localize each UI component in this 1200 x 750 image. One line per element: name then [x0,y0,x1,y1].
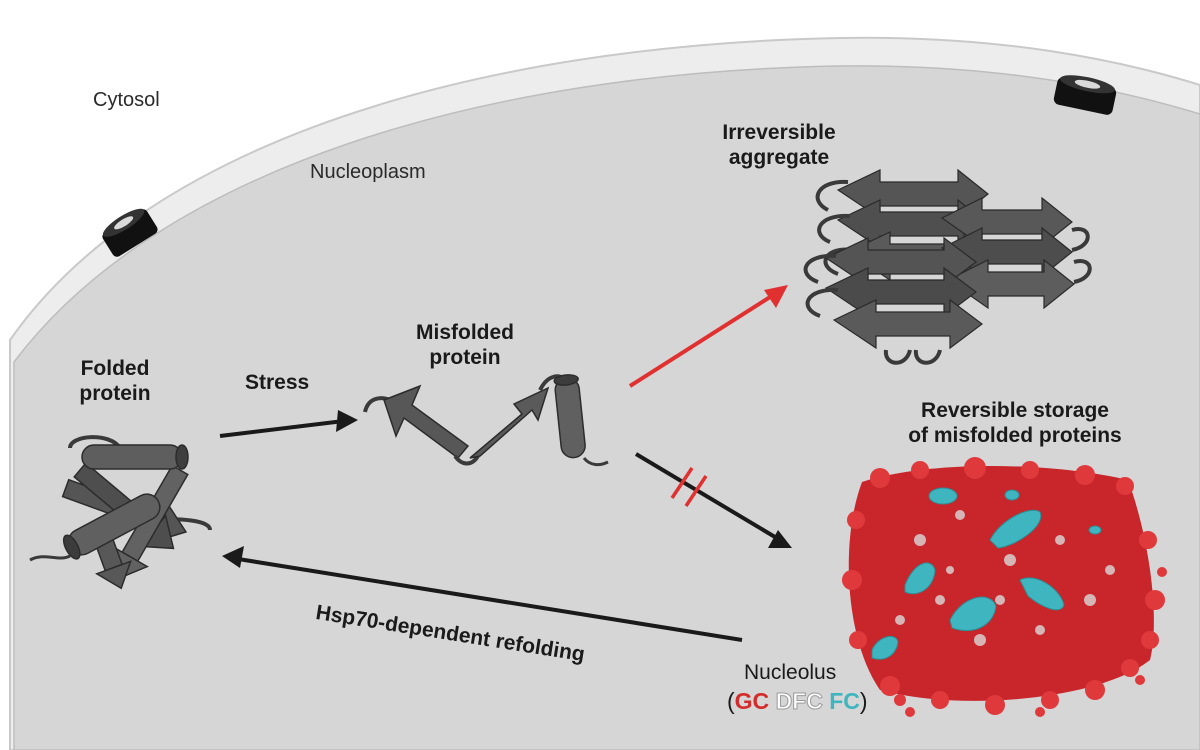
reversible-storage-label-line1: Reversible storage [921,399,1109,422]
nucleolus-label: Nucleolus [744,661,837,684]
stress-arrow [219,418,353,438]
stress-arrow-head [336,410,358,432]
irreversible-aggregate-label-line2: aggregate [728,146,830,170]
aggregation-arrow [628,290,780,388]
blocked-storage-arrow [634,452,782,542]
stress-label: Stress [245,371,310,394]
irreversible-aggregate-label: Irreversible aggregate [704,120,854,170]
nucleoplasm-label: Nucleoplasm [310,161,426,183]
block-mark [684,475,708,507]
misfolded-protein-label: Misfolded protein [400,320,530,370]
nucleolus-legend: (GC DFC FC) [727,688,868,716]
misfolded-protein-icon [363,374,609,467]
misfolded-protein-label-line1: Misfolded [416,321,514,344]
reversible-storage-label-line2: of misfolded proteins [908,424,1122,448]
blocked-storage-arrow-head [768,530,792,548]
cytosol-label: Cytosol [93,89,160,111]
folded-protein-label-line1: Folded [80,357,150,380]
irreversible-aggregate-label-line1: Irreversible [722,121,836,144]
nuclear-pore-icon [102,208,158,257]
legend-open-paren: ( [727,688,735,714]
refolding-arrow-head [222,546,244,568]
folded-protein-icon [29,435,212,590]
nuclear-pore-icon [1053,75,1117,115]
misfolded-protein-label-line2: protein [429,346,501,370]
aggregate-icon [803,168,1092,365]
legend-close-paren: ) [859,688,868,714]
block-mark [670,467,694,499]
folded-protein-label-line2: protein [79,382,151,406]
aggregation-arrow-head [764,285,788,308]
nucleolus-icon [842,457,1167,717]
refolding-arrow [231,556,743,642]
legend-fc: FC [829,688,860,714]
legend-dfc: DFC [775,688,823,715]
folded-protein-label: Folded protein [60,356,170,406]
legend-gc: GC [734,688,770,714]
reversible-storage-label: Reversible storage of misfolded proteins [880,398,1150,448]
